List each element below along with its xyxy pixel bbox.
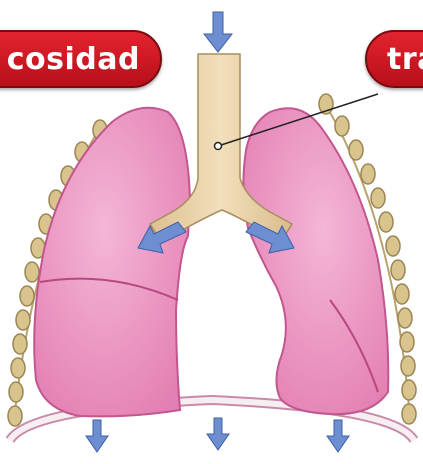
label-left-text: cosidad <box>7 42 140 77</box>
left-lung <box>34 108 190 417</box>
arrow-down-center-icon <box>207 418 229 450</box>
arrow-down-left-icon <box>86 420 108 452</box>
right-lung <box>243 108 388 414</box>
label-right-text: trá <box>387 42 423 77</box>
arrow-down-right-icon <box>327 420 349 452</box>
arrow-in-icon <box>204 12 232 52</box>
label-left: cosidad <box>0 30 162 88</box>
label-right: trá <box>365 30 423 88</box>
